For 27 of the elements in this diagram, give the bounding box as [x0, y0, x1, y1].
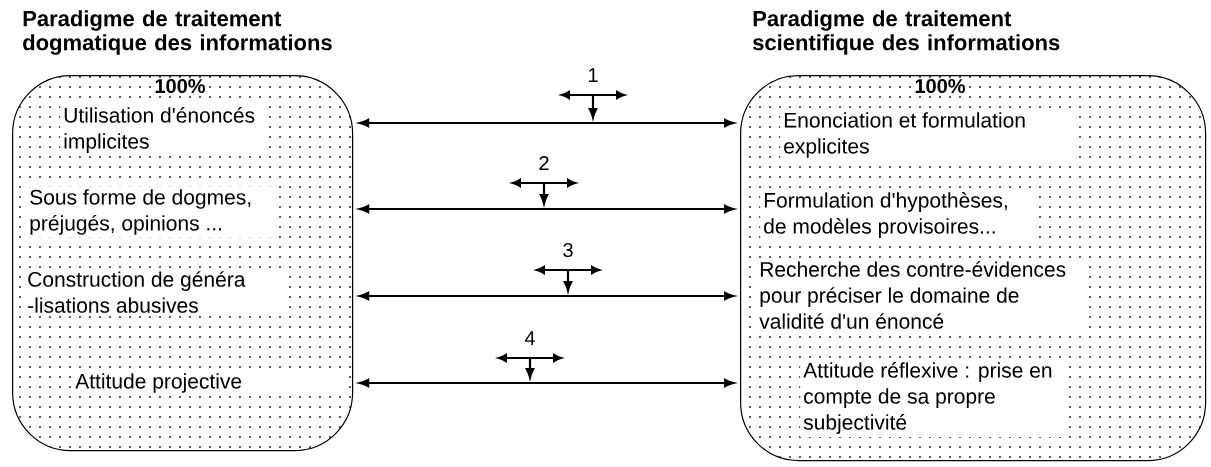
edge-label: 4: [523, 330, 537, 346]
node-label: Formulation d'hypothèses, de modèles provisoires...: [764, 192, 1007, 238]
double-arrow: [358, 118, 735, 128]
text-band: Attitude projective: [72, 370, 349, 396]
double-arrow: [358, 378, 735, 388]
edge-label: 3: [561, 241, 575, 259]
text-band: Enonciation et formulation explicites: [780, 109, 1077, 161]
heading: Paradigme de traitement scientifique des informations: [752, 10, 1060, 55]
double-arrow: [358, 291, 735, 301]
text-band: Construction de généra -lisations abusives: [24, 268, 286, 316]
node-label: Utilisation d'énoncés implicites: [64, 107, 255, 153]
node-label: Construction de généra -lisations abusives: [28, 271, 246, 313]
text-band: Formulation d'hypothèses, de modèles provisoires...: [760, 189, 1037, 241]
text-band: Recherche des contre-évidences pour préciser le domaine de validité d'un énoncé: [756, 258, 1088, 332]
percentage-label: 100%: [913, 77, 967, 95]
edge-label: 2: [537, 155, 551, 171]
text-band: Attitude réflexive : prise en compte de sa propre subjectivité: [800, 359, 1069, 437]
heading: Paradigme de traitement dogmatique des informations: [23, 10, 332, 55]
percentage-label: 100%: [153, 77, 207, 95]
node-label: Attitude projective: [75, 373, 242, 393]
edge-label: 1: [586, 67, 600, 83]
node-label: Recherche des contre-évidences pour préciser le domaine de validité d'un énoncé: [759, 261, 1066, 329]
text-band: Sous forme de dogmes, préjugés, opinions ...: [26, 186, 273, 238]
double-arrow: [358, 204, 735, 214]
node-label: Enonciation et formulation explicites: [784, 112, 1025, 158]
node-label: Sous forme de dogmes, préjugés, opinions ...: [30, 189, 251, 235]
text-band: Utilisation d'énoncés implicites: [60, 104, 267, 156]
